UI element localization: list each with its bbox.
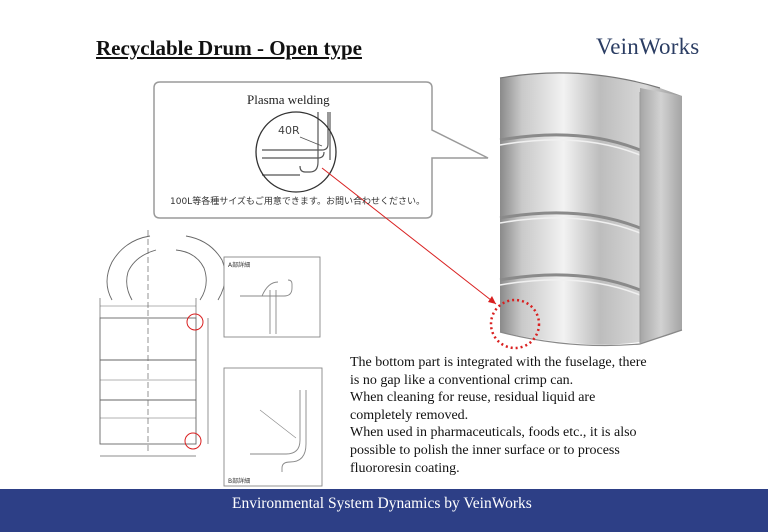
- description-text: The bottom part is integrated with the f…: [350, 354, 695, 477]
- description-line: completely removed.: [350, 407, 469, 423]
- callout-arrowhead: [488, 296, 496, 304]
- detail-a-marker: [186, 313, 204, 331]
- slide-title: Recyclable Drum - Open type: [96, 36, 362, 60]
- callout-arrow-line: [321, 167, 497, 305]
- weld-highlight-circle: [255, 111, 337, 193]
- detail-b-marker: [184, 432, 202, 450]
- description-line: possible to polish the inner surface or …: [350, 442, 620, 458]
- drum-illustration: [499, 72, 683, 347]
- description-line: When used in pharmaceuticals, foods etc.…: [350, 425, 637, 441]
- description-line: The bottom part is integrated with the f…: [350, 355, 647, 370]
- footer-bar: Environmental System Dynamics by VeinWor…: [0, 489, 768, 532]
- detail-b-box: [223, 367, 323, 487]
- detail-a-label: A部詳細: [228, 262, 251, 269]
- welding-callout-bubble: 40R: [153, 81, 489, 219]
- plasma-welding-label: Plasma welding: [247, 92, 330, 107]
- weld-detail-drawing: [262, 112, 331, 176]
- veinworks-logo: VeinWorks: [596, 34, 700, 59]
- description-line: When cleaning for reuse, residual liquid…: [350, 390, 596, 406]
- radius-label: 40R: [278, 124, 300, 137]
- drum-bottom-highlight: [489, 298, 541, 350]
- technical-drawing: [99, 230, 226, 457]
- detail-a-box: [223, 256, 321, 338]
- japanese-note: 100L等各種サイズもご用意できます。お問い合わせください。: [170, 197, 426, 207]
- description-line: fluororesin coating.: [350, 460, 460, 476]
- description-line: is no gap like a conventional crimp can.: [350, 372, 574, 388]
- footer-text: Environmental System Dynamics by VeinWor…: [232, 495, 532, 512]
- detail-b-label: B部詳細: [228, 478, 251, 485]
